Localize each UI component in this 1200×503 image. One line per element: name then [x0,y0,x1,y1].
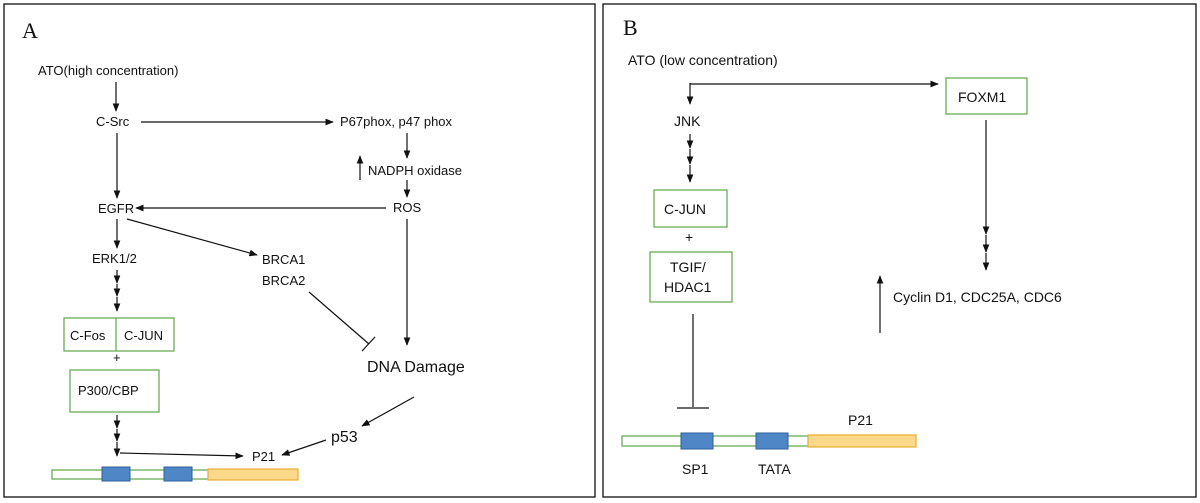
p53-label: p53 [331,429,358,446]
p21-label-b: P21 [848,412,873,428]
cyclin-label: Cyclin D1, CDC25A, CDC6 [893,289,1062,305]
tgif-label: TGIF/ [670,259,706,275]
plus-sign-a: + [113,350,121,365]
foxm1-box [945,77,1028,115]
panel-b: B ATO (low concentration) JNK FOXM1 C-JU… [602,3,1197,498]
panel-a: A ATO(high concentration) C-Src P67phox,… [3,3,596,498]
tata-box [755,432,789,450]
brca1-label: BRCA1 [262,252,305,267]
inhibit-bar-a [361,336,376,352]
jnk-label: JNK [674,113,701,129]
cfos-cjun-box [63,317,175,352]
p21-label-a: P21 [252,449,275,464]
arrow-p53-p21 [281,439,327,456]
arrow-dna-damage-p53 [361,396,415,427]
promoter-box-a-2 [163,466,193,482]
p300-cbp-box [69,369,160,413]
sp1-site-box [680,432,714,450]
gene-body-b [807,434,917,448]
gene-strip-a [51,466,299,482]
arrow-egfr-brca [126,218,258,257]
arrow-to-p21-a [119,452,244,460]
ato-high-label: ATO(high concentration) [38,63,178,78]
dna-damage-label: DNA Damage [367,359,465,376]
foxm1-label: FOXM1 [958,89,1006,105]
erk-label: ERK1/2 [92,251,137,266]
panel-a-frame [3,3,596,498]
ato-low-label: ATO (low concentration) [628,52,778,68]
plus-sign-b: + [685,229,693,245]
nadph-oxidase-label: NADPH oxidase [368,163,462,178]
cjun-box-b [653,189,728,228]
csrc-label: C-Src [96,114,130,129]
promoter-box-a-1 [101,466,131,482]
panel-b-letter: B [623,15,638,40]
p300-cbp-label: P300/CBP [78,383,139,398]
cjun-label-b: C-JUN [664,201,706,217]
tata-label: TATA [758,461,791,477]
cjun-label: C-JUN [124,328,163,343]
phox-label: P67phox, p47 phox [340,114,453,129]
panel-b-frame [602,3,1197,498]
panel-a-letter: A [22,18,38,43]
cfos-label: C-Fos [70,328,106,343]
inhibit-brca-dna-damage [308,291,370,345]
brca2-label: BRCA2 [262,273,305,288]
gene-body-a [207,468,299,481]
gene-strip-b [621,432,917,450]
sp1-label: SP1 [682,461,709,477]
tgif-hdac1-box [649,251,733,303]
ros-label: ROS [393,200,422,215]
egfr-label: EGFR [98,201,134,216]
hdac1-label: HDAC1 [664,279,712,295]
